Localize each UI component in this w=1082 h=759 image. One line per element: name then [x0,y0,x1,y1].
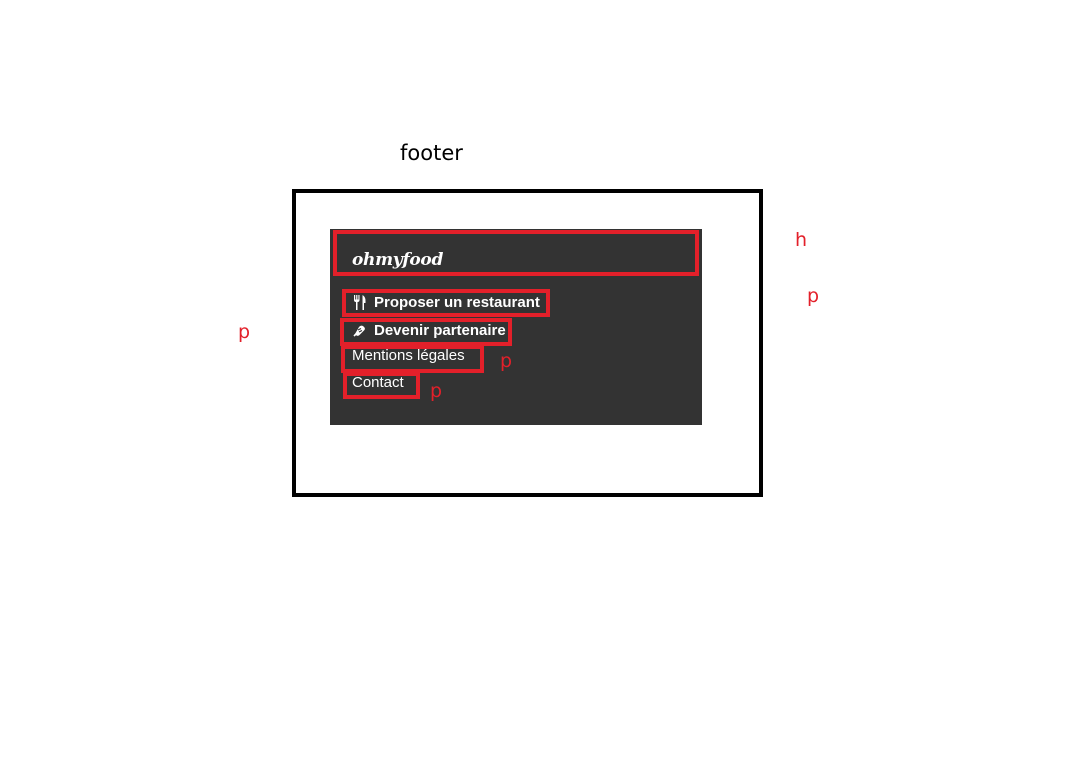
link-highlight-box-proposer [342,289,550,317]
contact-link[interactable]: Contact [352,374,404,391]
link-highlight-box-partenaire [340,318,512,346]
heading-highlight-box [333,230,699,276]
link-highlight-box-contact [343,372,420,399]
footer-caption: footer [400,141,463,165]
mentions-legales-label: Mentions légales [352,347,465,364]
annotation-p-mentions: p [500,350,513,372]
footer-panel [330,229,702,425]
annotation-h: h [795,229,808,251]
contact-label: Contact [352,374,404,391]
utensils-icon [352,295,366,311]
annotation-p-contact: p [430,380,443,402]
devenir-partenaire-link[interactable]: Devenir partenaire [352,322,506,339]
link-highlight-box-mentions [341,345,484,373]
proposer-restaurant-link[interactable]: Proposer un restaurant [352,294,540,311]
proposer-restaurant-label: Proposer un restaurant [374,294,540,311]
mentions-legales-link[interactable]: Mentions légales [352,347,465,364]
annotation-p-right: p [807,285,820,307]
devenir-partenaire-label: Devenir partenaire [374,322,506,339]
handshake-icon [352,323,366,339]
annotation-p-left: p [238,321,251,343]
logo-heading: ohmyfood [352,250,444,270]
